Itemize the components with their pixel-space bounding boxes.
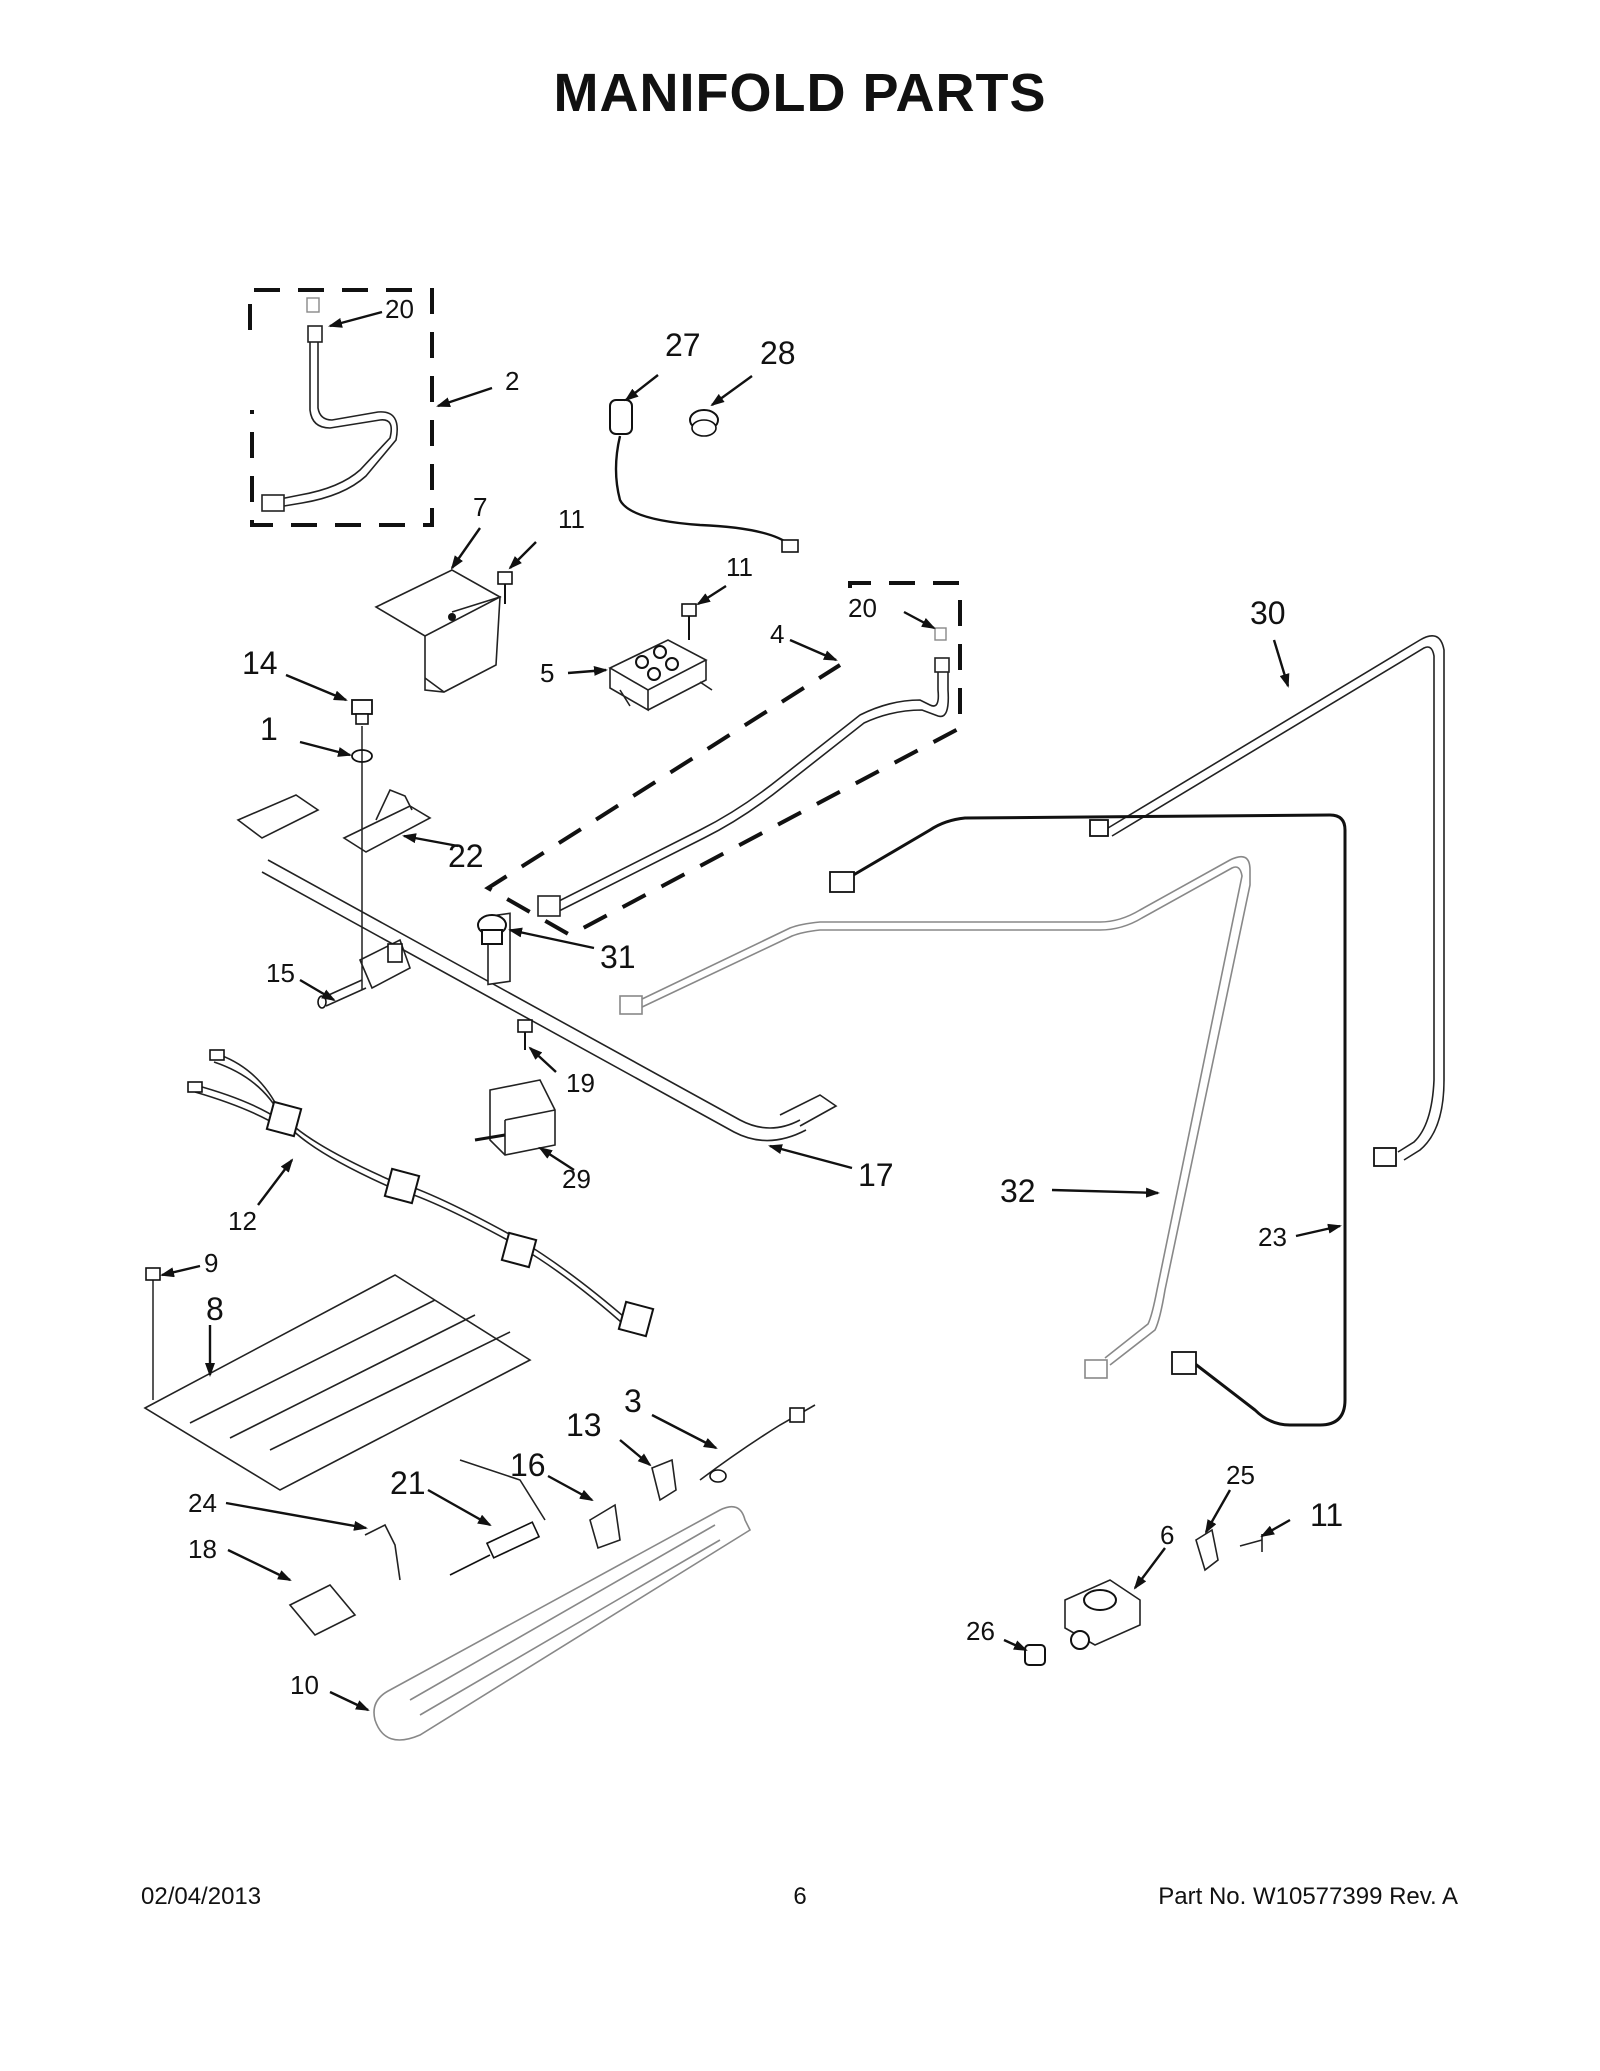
label-14: 14: [242, 645, 278, 681]
part-5-terminal-block[interactable]: [608, 639, 713, 712]
label-20a: 20: [385, 294, 414, 324]
part-17-manifold-pipe[interactable]: [236, 794, 838, 1142]
label-3: 3: [624, 1383, 642, 1419]
part-24-bracket[interactable]: [364, 1523, 401, 1581]
label-6: 6: [1160, 1520, 1174, 1550]
part-28-grommet[interactable]: [689, 409, 719, 437]
part-13-bracket[interactable]: [651, 1458, 677, 1502]
label-20b: 20: [848, 593, 877, 623]
label-7: 7: [473, 492, 487, 522]
label-29: 29: [562, 1164, 591, 1194]
part-4-tube-assembly[interactable]: [484, 581, 962, 938]
label-8: 8: [206, 1291, 224, 1327]
part-19-screw[interactable]: [517, 1019, 533, 1050]
part-3-thermocouple[interactable]: [699, 1404, 816, 1483]
label-24: 24: [188, 1488, 217, 1518]
label-17: 17: [858, 1157, 894, 1193]
label-1: 1: [260, 711, 278, 747]
part-12-harness[interactable]: [187, 1049, 655, 1338]
label-27: 27: [665, 327, 701, 363]
label-28: 28: [760, 335, 796, 371]
part-11-screw-a[interactable]: [497, 571, 513, 604]
part-27-wire-harness[interactable]: [609, 399, 799, 553]
label-18: 18: [188, 1534, 217, 1564]
page-title: MANIFOLD PARTS: [553, 63, 1047, 123]
part-2-tube-assembly[interactable]: [248, 288, 434, 527]
label-25: 25: [1226, 1460, 1255, 1490]
part-23-tube[interactable]: [829, 813, 1347, 1427]
label-19: 19: [566, 1068, 595, 1098]
label-21: 21: [390, 1465, 426, 1501]
part-11-screw-c[interactable]: [1239, 1534, 1263, 1552]
part-26-fitting[interactable]: [1024, 1644, 1046, 1666]
part-32-tube[interactable]: [619, 855, 1251, 1379]
part-22-bracket[interactable]: [342, 788, 432, 853]
label-16: 16: [510, 1447, 546, 1483]
label-4: 4: [770, 619, 784, 649]
label-23: 23: [1258, 1222, 1287, 1252]
label-12: 12: [228, 1206, 257, 1236]
part-6-regulator[interactable]: [1064, 1579, 1141, 1650]
part-31-fitting[interactable]: [477, 914, 507, 945]
footer-page-number: 6: [793, 1883, 807, 1910]
part-29-valve[interactable]: [474, 1079, 556, 1156]
label-10: 10: [290, 1670, 319, 1700]
label-2: 2: [505, 366, 519, 396]
label-15: 15: [266, 958, 295, 988]
label-22: 22: [448, 838, 484, 874]
part-9-screw[interactable]: [145, 1267, 161, 1400]
label-30: 30: [1250, 595, 1286, 631]
callout-labels: 20 2 27 28 7 11 11 20 4 5 30 14 1 22 31 …: [188, 294, 1343, 1700]
part-21-igniter[interactable]: [449, 1459, 546, 1576]
label-5: 5: [540, 658, 554, 688]
part-18-clip[interactable]: [288, 1584, 357, 1636]
part-10-burner[interactable]: [373, 1505, 752, 1741]
label-26: 26: [966, 1616, 995, 1646]
part-14-screw[interactable]: [351, 699, 373, 725]
part-7-bracket[interactable]: [374, 569, 502, 693]
label-11c: 11: [1310, 1497, 1343, 1533]
label-11b: 11: [726, 552, 753, 582]
label-32: 32: [1000, 1173, 1036, 1209]
footer-part-number: Part No. W10577399 Rev. A: [1158, 1883, 1458, 1910]
callout-arrows: [160, 310, 1342, 1712]
label-11a: 11: [558, 504, 585, 534]
part-30-tube[interactable]: [1089, 634, 1445, 1167]
footer-date: 02/04/2013: [141, 1883, 262, 1910]
label-9: 9: [204, 1248, 218, 1278]
part-25-bracket[interactable]: [1195, 1528, 1219, 1572]
label-31: 31: [600, 939, 636, 975]
part-8-heat-shield[interactable]: [143, 1274, 532, 1491]
label-13: 13: [566, 1407, 602, 1443]
part-16-bracket[interactable]: [589, 1503, 621, 1550]
part-11-screw-b[interactable]: [681, 603, 697, 640]
